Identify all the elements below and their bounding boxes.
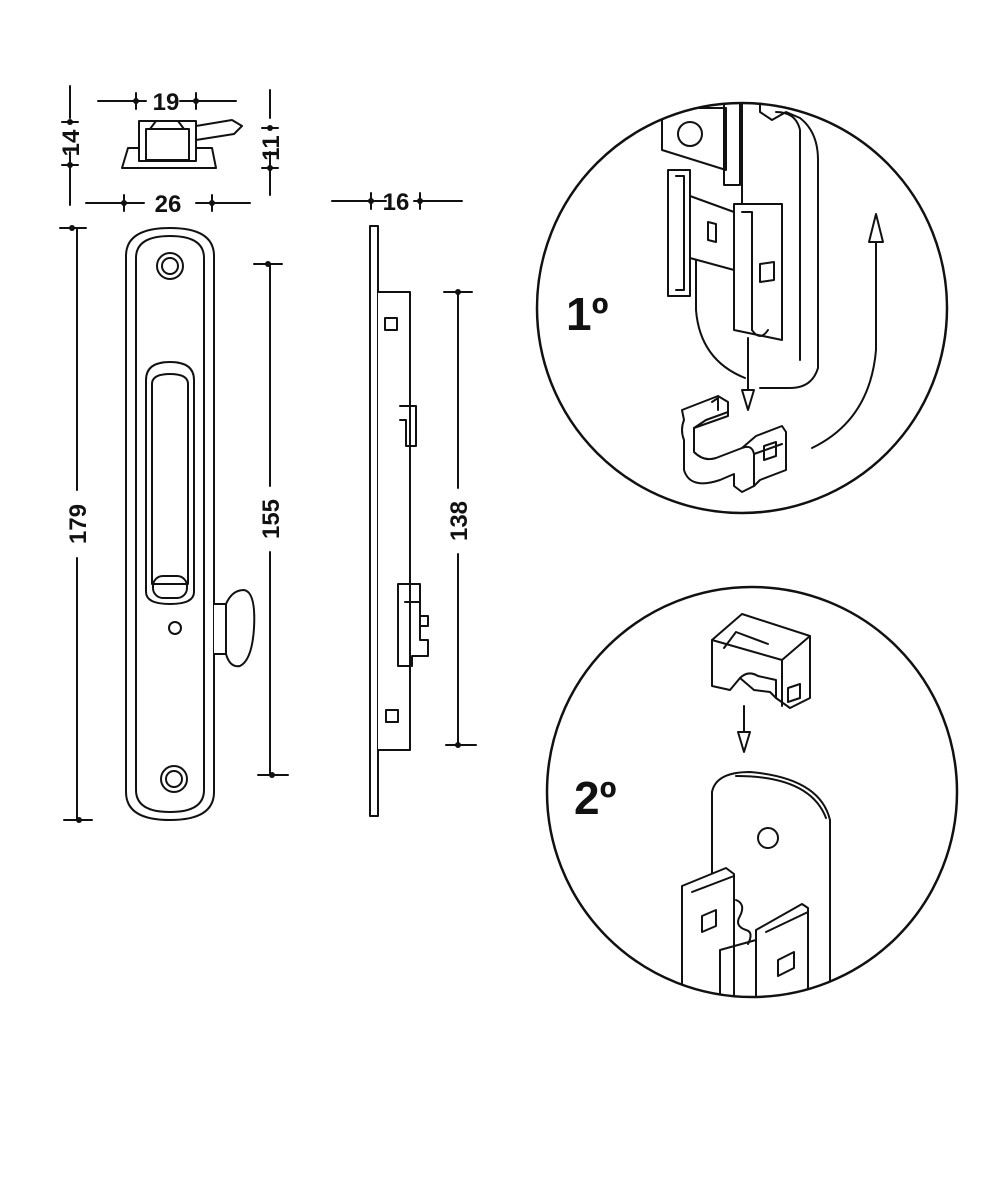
dim-side-depth: 16 bbox=[383, 189, 410, 216]
step2-detail bbox=[545, 585, 959, 999]
step2-label: 2º bbox=[574, 772, 617, 824]
dim-plate-height: 179 bbox=[65, 504, 92, 544]
dim-top-height-right: 11 bbox=[258, 135, 285, 160]
dim-hole-spacing: 155 bbox=[258, 499, 285, 539]
top-view bbox=[61, 85, 279, 212]
side-view bbox=[331, 192, 477, 817]
dim-lock-height: 138 bbox=[446, 501, 473, 541]
front-view bbox=[59, 225, 289, 823]
dim-plate-width: 26 bbox=[155, 191, 182, 218]
dimension-labels: 19 26 16 14 11 179 155 138 bbox=[58, 89, 473, 544]
step1-detail bbox=[535, 101, 949, 515]
dim-top-width: 19 bbox=[153, 89, 180, 116]
step1-label: 1º bbox=[566, 288, 609, 340]
dim-top-height-left: 14 bbox=[58, 129, 85, 156]
